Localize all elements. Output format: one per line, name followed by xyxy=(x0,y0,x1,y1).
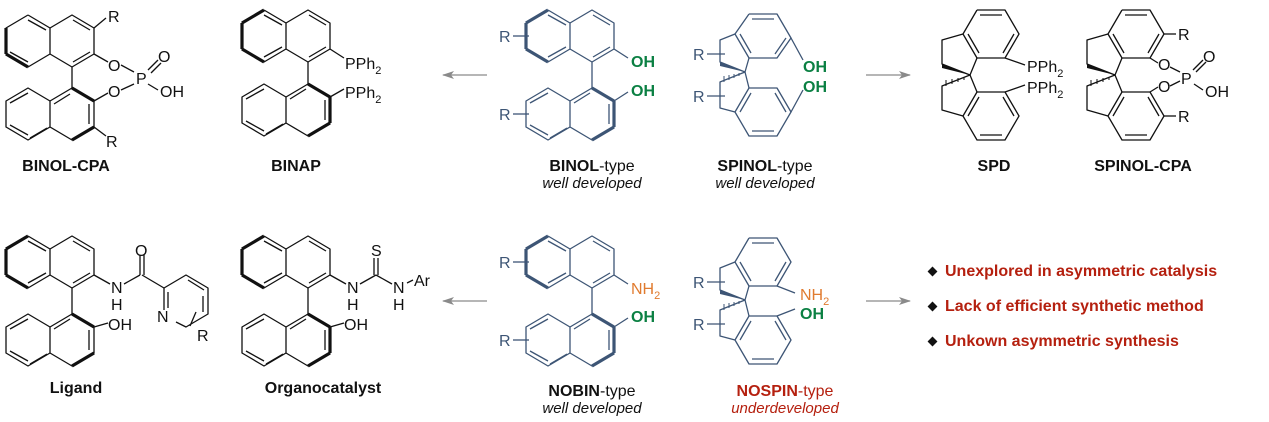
challenge-list: Unexplored in asymmetric catalysis Lack … xyxy=(926,254,1217,359)
svg-text:R: R xyxy=(693,47,705,64)
spd-wedge-bond xyxy=(942,64,970,75)
svg-text:R: R xyxy=(197,328,209,345)
status-binol-type: well developed xyxy=(542,175,642,192)
svg-text:R: R xyxy=(499,29,511,46)
svg-text:S: S xyxy=(371,243,382,260)
spinol-cpa-wedge-bond xyxy=(1087,64,1115,75)
nospin-wedge-bond xyxy=(720,290,745,300)
svg-text:N: N xyxy=(157,309,169,326)
diamond-bullet-icon xyxy=(927,336,938,347)
svg-text:R: R xyxy=(1178,109,1190,126)
svg-text:R: R xyxy=(499,107,511,124)
ligand-atoms: O N H OH N R xyxy=(108,243,209,345)
svg-text:N: N xyxy=(111,280,123,297)
spinol-cpa-atoms: R O O P O OH R xyxy=(1158,27,1229,126)
svg-text:R: R xyxy=(499,333,511,350)
spinol-hash-bond xyxy=(723,73,740,82)
svg-text:O: O xyxy=(1158,79,1170,96)
challenge-item: Lack of efficient synthetic method xyxy=(926,289,1217,324)
svg-text:PPh2: PPh2 xyxy=(345,85,381,106)
svg-text:OH: OH xyxy=(108,317,132,334)
svg-text:R: R xyxy=(1178,27,1190,44)
svg-text:OH: OH xyxy=(1205,84,1229,101)
spinol-cpa-structure xyxy=(1086,9,1207,141)
spinol-cpa-hash-bond xyxy=(1090,77,1110,86)
label-ligand: Ligand xyxy=(49,380,103,397)
label-nospin-type: NOSPIN-type xyxy=(736,383,834,400)
organocatalyst-atoms: S N H N H Ar OH xyxy=(344,243,431,334)
svg-text:N: N xyxy=(347,280,359,297)
svg-text:H: H xyxy=(393,297,405,314)
label-binap: BINAP xyxy=(271,158,321,175)
organocatalyst-structure xyxy=(240,234,414,368)
svg-text:NH2: NH2 xyxy=(800,287,829,308)
binol-cpa-atoms: R O O P O OH R xyxy=(106,9,184,151)
svg-text:R: R xyxy=(693,89,705,106)
svg-text:P: P xyxy=(1181,71,1192,88)
svg-text:P: P xyxy=(136,71,147,88)
label-binol-cpa: BINOL-CPA xyxy=(22,158,110,175)
label-organocatalyst: Organocatalyst xyxy=(264,380,382,397)
svg-text:PPh2: PPh2 xyxy=(1027,80,1063,101)
spinol-type-structure xyxy=(707,13,804,137)
nobin-type-structure xyxy=(513,234,629,368)
status-nobin-type: well developed xyxy=(542,400,642,417)
diamond-bullet-icon xyxy=(927,266,938,277)
challenge-item: Unexplored in asymmetric catalysis xyxy=(926,254,1217,289)
svg-text:R: R xyxy=(693,275,705,292)
svg-text:NH2: NH2 xyxy=(631,281,660,302)
svg-text:O: O xyxy=(108,84,120,101)
svg-text:R: R xyxy=(108,9,120,26)
ligand-structure xyxy=(4,234,209,368)
svg-text:OH: OH xyxy=(631,83,655,100)
spinol-wedge-bond xyxy=(720,62,745,72)
svg-text:OH: OH xyxy=(631,54,655,71)
binol-cpa-structure xyxy=(4,14,162,142)
svg-text:OH: OH xyxy=(803,79,827,96)
binap-structure xyxy=(240,8,345,138)
svg-text:PPh2: PPh2 xyxy=(345,56,381,77)
nospin-type-structure xyxy=(707,237,796,365)
challenge-item: Unkown asymmetric synthesis xyxy=(926,324,1217,359)
svg-text:N: N xyxy=(393,280,405,297)
binap-atoms: PPh2 PPh2 xyxy=(345,56,381,106)
spd-hash-bond xyxy=(945,77,965,86)
svg-text:H: H xyxy=(111,297,123,314)
svg-text:OH: OH xyxy=(160,84,184,101)
status-nospin-type: underdeveloped xyxy=(731,400,839,417)
svg-text:PPh2: PPh2 xyxy=(1027,59,1063,80)
label-spd: SPD xyxy=(977,158,1011,175)
svg-text:O: O xyxy=(1203,49,1215,66)
svg-text:H: H xyxy=(347,297,359,314)
svg-text:R: R xyxy=(499,255,511,272)
spd-atoms: PPh2 PPh2 xyxy=(1027,59,1063,101)
svg-text:OH: OH xyxy=(800,306,824,323)
label-binol-type: BINOL-type xyxy=(549,158,635,175)
binol-type-atoms: R R OH OH xyxy=(499,29,655,124)
status-spinol-type: well developed xyxy=(715,175,815,192)
svg-text:OH: OH xyxy=(344,317,368,334)
svg-text:R: R xyxy=(693,317,705,334)
svg-text:O: O xyxy=(108,58,120,75)
nospin-type-atoms: R R NH2 OH xyxy=(693,275,829,334)
spd-structure xyxy=(941,9,1026,141)
svg-text:OH: OH xyxy=(631,309,655,326)
svg-text:OH: OH xyxy=(803,59,827,76)
label-nobin-type: NOBIN-type xyxy=(548,383,636,400)
svg-text:O: O xyxy=(158,49,170,66)
label-spinol-type: SPINOL-type xyxy=(717,158,813,175)
svg-text:O: O xyxy=(1158,57,1170,74)
binol-type-structure xyxy=(513,8,629,142)
spinol-type-atoms: R R OH OH xyxy=(693,47,827,106)
nospin-hash-bond xyxy=(723,301,740,310)
svg-text:O: O xyxy=(135,243,147,260)
nobin-type-atoms: R R NH2 OH xyxy=(499,255,660,350)
svg-text:R: R xyxy=(106,134,118,151)
svg-text:Ar: Ar xyxy=(414,273,431,290)
diamond-bullet-icon xyxy=(927,301,938,312)
label-spinol-cpa: SPINOL-CPA xyxy=(1094,158,1192,175)
